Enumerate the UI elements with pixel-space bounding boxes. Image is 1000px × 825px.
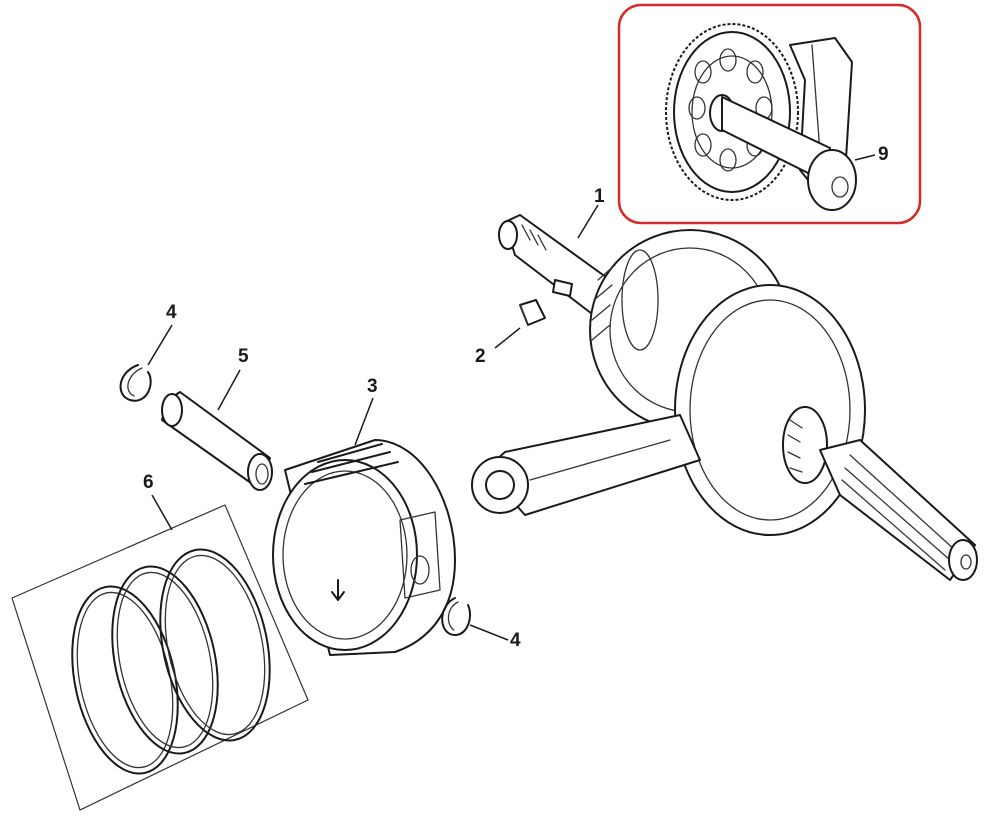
woodruff-key-part-2 — [519, 299, 546, 326]
leader-3 — [354, 397, 374, 446]
leader-5 — [217, 369, 241, 411]
label-9: 9 — [878, 144, 889, 165]
label-1: 1 — [594, 186, 605, 207]
circlip-part-4-left — [119, 364, 152, 402]
label-6: 6 — [143, 472, 154, 493]
rings-box — [11, 504, 309, 811]
leader-1 — [577, 204, 599, 239]
leader-6 — [151, 494, 173, 531]
label-3: 3 — [367, 376, 378, 397]
balancer-shaft-part-9 — [665, 23, 857, 211]
leader-9 — [854, 154, 876, 161]
crankshaft-part-1 — [471, 214, 978, 581]
piston-rings-part-6 — [11, 504, 309, 811]
leader-4-right — [469, 624, 509, 641]
piston-part-3 — [272, 439, 456, 656]
label-2: 2 — [475, 346, 486, 367]
leader-2 — [494, 327, 521, 349]
highlight-box — [617, 3, 922, 225]
leader-4-left — [147, 324, 173, 366]
label-5: 5 — [238, 346, 249, 367]
label-4-right: 4 — [510, 630, 521, 651]
circlip-part-4-right — [441, 597, 471, 636]
piston-pin-part-5 — [161, 391, 273, 491]
label-4-left: 4 — [166, 302, 177, 323]
balancer-shaft-inset: 9 — [617, 3, 922, 225]
